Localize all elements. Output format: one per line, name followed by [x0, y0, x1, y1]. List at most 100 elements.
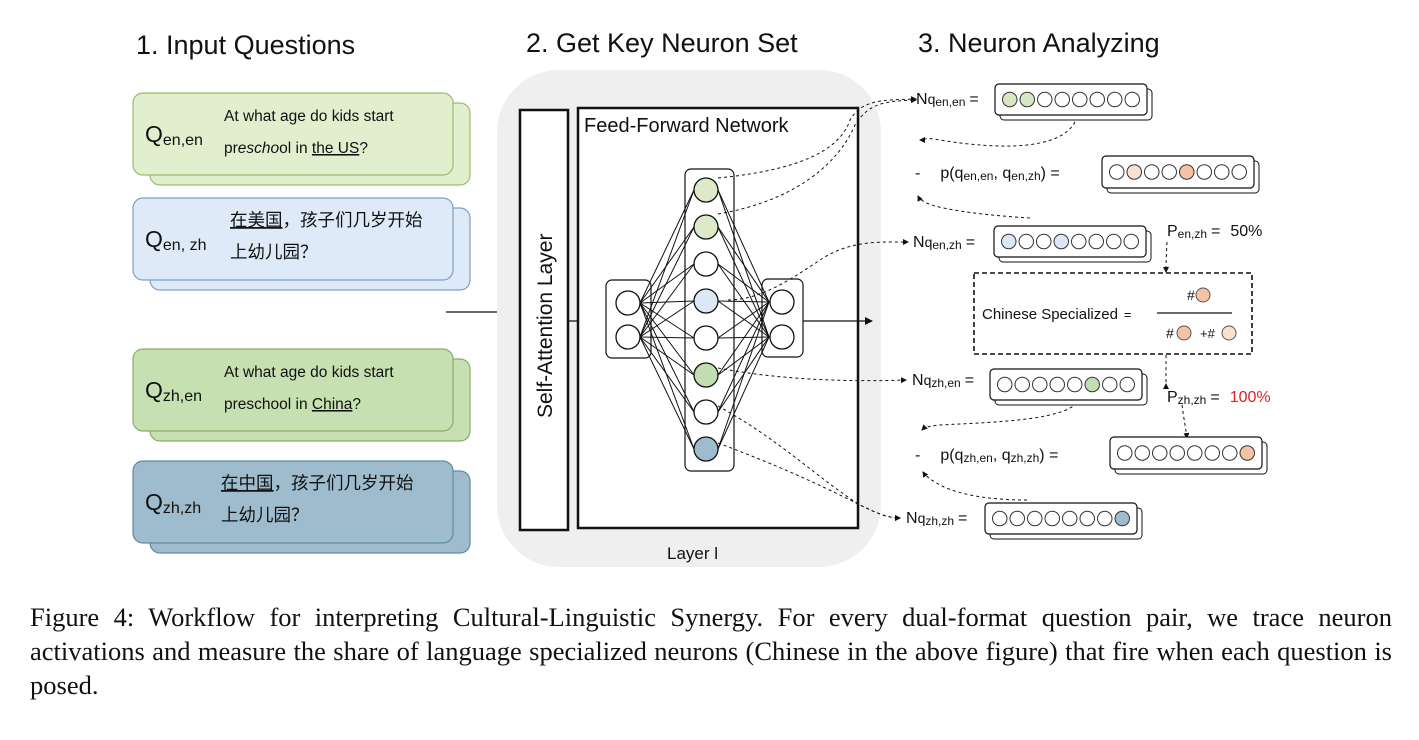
strip-front — [984, 502, 1138, 535]
neuron-dot — [1036, 233, 1052, 250]
output-neuron — [769, 289, 795, 315]
network-edge — [639, 302, 695, 376]
hidden-neuron — [693, 214, 719, 240]
network-edge — [639, 263, 695, 304]
neuron-dot — [1214, 164, 1230, 180]
formula-label: Chinese Specialized= — [982, 306, 1132, 323]
layer-label: Layer l — [667, 544, 718, 563]
neuron-analysis: Nqen,en=Nqen,zh=Nqzh,en=Nqzh,zh=-p(qen,e… — [906, 83, 1271, 540]
hidden-neuron — [693, 251, 719, 277]
network-edge — [639, 263, 695, 338]
neuron-dot — [1014, 376, 1030, 393]
dashed-connector — [921, 402, 1078, 431]
neuron-set-label: Nqzh,en= — [912, 372, 974, 390]
neuron-dot — [1123, 233, 1139, 250]
network-edge — [717, 263, 770, 338]
formula-plus: +# — [1200, 326, 1216, 341]
formula-orange-circle — [1195, 287, 1211, 303]
question-line-2: 上幼儿园？ — [221, 505, 309, 525]
network-edge — [639, 336, 695, 339]
neuron-set-label: Nqen,zh= — [913, 234, 975, 252]
neuron-set-strip — [989, 368, 1148, 406]
neuron-dot — [1097, 510, 1113, 527]
percentage-label: Pzh,zh=100% — [1167, 389, 1271, 407]
figure-caption: Figure 4: Workflow for interpreting Cult… — [30, 602, 1392, 700]
dashed-connector — [917, 195, 1031, 219]
neuron-dot — [1018, 233, 1034, 250]
dashed-connector — [717, 405, 901, 521]
neuron-dot — [1179, 164, 1195, 180]
strip-front — [1109, 436, 1263, 470]
neuron-dot — [1231, 164, 1247, 180]
question-card-front — [132, 348, 454, 432]
dashed-connector — [717, 97, 917, 215]
neuron-set-strip — [993, 225, 1152, 263]
network-edge — [717, 336, 770, 450]
neuron-dot — [1107, 91, 1123, 108]
network-edge — [639, 336, 695, 413]
neuron-dot — [1119, 376, 1135, 393]
formula-denominator-hash: # — [1166, 325, 1174, 341]
network-edge — [639, 226, 695, 304]
hidden-neuron — [693, 325, 719, 351]
network-edge — [639, 302, 695, 413]
hidden-neuron — [693, 436, 719, 462]
neuron-dot — [1054, 91, 1070, 108]
neuron-dot — [1117, 445, 1133, 461]
neuron-dot — [1037, 91, 1053, 108]
neuron-dot — [1079, 510, 1095, 527]
input-neuron — [615, 290, 641, 316]
output-neuron — [769, 324, 795, 350]
formula-numerator-hash: # — [1187, 287, 1195, 303]
dashed-links — [717, 96, 1190, 521]
neuron-dot — [1239, 445, 1255, 461]
percentage-label: Pen,zh=50% — [1167, 223, 1262, 241]
network-edge — [717, 301, 770, 450]
neuron-dot — [1106, 233, 1122, 250]
neuron-set-label: Nqen,en= — [916, 91, 979, 109]
neuron-dot — [1027, 510, 1043, 527]
title-get-key-neuron-set: 2. Get Key Neuron Set — [526, 28, 798, 58]
neuron-dot — [1088, 233, 1104, 250]
strip-front — [1101, 155, 1255, 189]
question-label: Qen,en — [145, 121, 203, 149]
dashed-connector — [717, 442, 901, 521]
network-edge — [717, 300, 770, 303]
neuron-dot — [997, 376, 1013, 393]
network-edge — [639, 300, 695, 338]
neuron-dot — [1002, 91, 1018, 108]
neuron-dot — [1124, 91, 1140, 108]
neuron-dot — [1152, 445, 1168, 461]
dashed-connector — [717, 367, 907, 384]
network-edge — [717, 226, 770, 303]
network-edge — [717, 226, 770, 338]
ffn-network — [605, 168, 804, 472]
input-neuron — [615, 324, 641, 350]
question-line-2: preschool in China? — [224, 396, 361, 413]
neuron-dot — [992, 510, 1008, 527]
formula-orange-circle-2 — [1176, 325, 1192, 341]
neuron-dot — [1009, 510, 1025, 527]
formula-light-circle — [1221, 325, 1237, 341]
workflow-diagram: 1. Input Questions 2. Get Key Neuron Set… — [132, 28, 1271, 567]
neuron-dot — [1144, 164, 1160, 180]
network-edge — [717, 301, 770, 376]
question-card-front — [132, 197, 454, 281]
question-line-1: 在美国，孩子们几岁开始 — [230, 210, 423, 230]
dashed-connector — [1181, 404, 1190, 439]
question-line-1: At what age do kids start — [224, 364, 394, 381]
self-attention-box — [518, 108, 570, 532]
question-line-1: At what age do kids start — [224, 108, 394, 125]
question-line-2: preschool in the US? — [224, 140, 368, 157]
neuron-dot — [1222, 445, 1238, 461]
neuron-dot — [1169, 445, 1185, 461]
question-card-front — [132, 92, 454, 176]
network-edge — [717, 301, 770, 339]
neuron-set-strip — [984, 502, 1143, 540]
network-edge — [717, 263, 770, 303]
neuron-dot — [1049, 376, 1065, 393]
network-edge — [639, 226, 695, 338]
pair-strip — [1109, 436, 1268, 475]
neuron-dot — [1089, 91, 1105, 108]
